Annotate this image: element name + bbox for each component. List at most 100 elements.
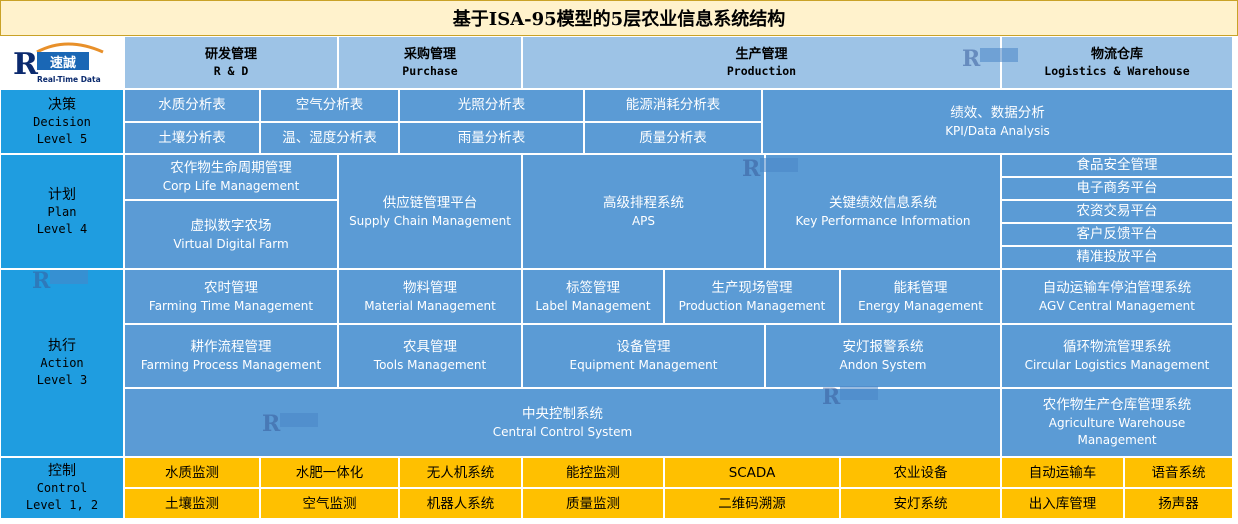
dept-production-zh: 生产管理 bbox=[735, 46, 788, 62]
cell-text: 质量监测 bbox=[566, 495, 620, 512]
decision-kpi-analysis: 绩效、数据分析 KPI/Data Analysis bbox=[762, 89, 1233, 154]
cell-text-zh: 耕作流程管理 bbox=[190, 339, 272, 355]
cell-text-en: Agriculture Warehouse Management bbox=[1048, 416, 1186, 447]
dept-purchase-en: Purchase bbox=[402, 63, 458, 78]
cell-text: 农资交易平台 bbox=[1076, 203, 1158, 219]
cell-text: 电子商务平台 bbox=[1076, 180, 1158, 196]
control-quality-monitor: 质量监测 bbox=[522, 488, 664, 519]
cell-text: 雨量分析表 bbox=[457, 129, 526, 146]
action-farming-process: 耕作流程管理 Farming Process Management bbox=[124, 324, 338, 388]
plan-kpi-system: 关键绩效信息系统 Key Performance Information bbox=[765, 154, 1001, 269]
level-action-num: Level 3 bbox=[36, 373, 88, 387]
plan-precise-delivery: 精准投放平台 bbox=[1001, 246, 1233, 269]
cell-text-zh: 农作物生命周期管理 bbox=[170, 160, 292, 176]
cell-text-en: APS bbox=[631, 213, 656, 228]
plan-agri-trading: 农资交易平台 bbox=[1001, 200, 1233, 223]
control-andon: 安灯系统 bbox=[840, 488, 1001, 519]
action-energy: 能耗管理 Energy Management bbox=[840, 269, 1001, 324]
cell-text: 能控监测 bbox=[566, 464, 620, 481]
control-drone: 无人机系统 bbox=[399, 457, 522, 488]
action-farming-time: 农时管理 Farming Time Management bbox=[124, 269, 338, 324]
control-scada: SCADA bbox=[664, 457, 840, 488]
decision-rain-analysis: 雨量分析表 bbox=[399, 122, 584, 154]
dept-production-en: Production bbox=[726, 63, 797, 78]
cell-text: 土壤分析表 bbox=[158, 129, 226, 146]
cell-text: 水质分析表 bbox=[158, 97, 226, 113]
cell-text-en: Virtual Digital Farm bbox=[173, 236, 289, 251]
action-circular-logistics: 循环物流管理系统 Circular Logistics Management bbox=[1001, 324, 1233, 388]
action-production-site: 生产现场管理 Production Management bbox=[664, 269, 840, 324]
control-voice-system: 语音系统 bbox=[1124, 457, 1233, 488]
logo-mark: R 速誠 Real-Time Data bbox=[13, 42, 104, 84]
cell-text-zh: 绩效、数据分析 bbox=[950, 104, 1045, 121]
action-central-control: 中央控制系统 Central Control System bbox=[124, 388, 1001, 457]
cell-text-zh: 农时管理 bbox=[204, 279, 258, 296]
dept-logistics-en: Logistics & Warehouse bbox=[1044, 63, 1190, 78]
svg-text:R: R bbox=[13, 47, 39, 82]
cell-text: 温、湿度分析表 bbox=[282, 129, 377, 146]
diagram-title-bar: 基于ISA-95模型的5层农业信息系统结构 bbox=[0, 0, 1238, 36]
level-action-zh: 执行 bbox=[48, 338, 76, 354]
cell-text: 能源消耗分析表 bbox=[625, 97, 721, 113]
action-andon: 安灯报警系统 Andon System bbox=[765, 324, 1001, 388]
cell-text: 光照分析表 bbox=[457, 97, 526, 113]
cell-text-zh: 标签管理 bbox=[566, 279, 620, 296]
cell-text-en: Key Performance Information bbox=[795, 213, 971, 228]
control-speaker: 扬声器 bbox=[1124, 488, 1233, 519]
decision-soil-analysis: 土壤分析表 bbox=[124, 122, 260, 154]
action-equipment: 设备管理 Equipment Management bbox=[522, 324, 765, 388]
cell-text-zh: 循环物流管理系统 bbox=[1063, 339, 1171, 355]
cell-text-en: Andon System bbox=[839, 358, 927, 372]
plan-customer-feedback: 客户反馈平台 bbox=[1001, 223, 1233, 246]
dept-purchase: 采购管理 Purchase bbox=[338, 36, 522, 89]
cell-text-zh: 设备管理 bbox=[616, 339, 671, 355]
cell-text: 水肥一体化 bbox=[295, 464, 364, 481]
plan-virtual-farm: 虚拟数字农场 Virtual Digital Farm bbox=[124, 200, 338, 269]
company-logo: R 速誠 Real-Time Data bbox=[0, 36, 124, 89]
plan-aps: 高级排程系统 APS bbox=[522, 154, 765, 269]
cell-text-zh: 农具管理 bbox=[403, 339, 457, 355]
level-control-en: Control bbox=[36, 481, 88, 495]
cell-text-zh: 虚拟数字农场 bbox=[190, 217, 272, 234]
cell-text: 客户反馈平台 bbox=[1076, 226, 1158, 242]
control-inout-management: 出入库管理 bbox=[1001, 488, 1124, 519]
cell-text: 农业设备 bbox=[893, 464, 948, 481]
plan-crop-lifecycle: 农作物生命周期管理 Corp Life Management bbox=[124, 154, 338, 200]
plan-food-safety: 食品安全管理 bbox=[1001, 154, 1233, 177]
action-agv: 自动运输车停泊管理系统 AGV Central Management bbox=[1001, 269, 1233, 324]
control-energy-monitor: 能控监测 bbox=[522, 457, 664, 488]
cell-text-en: Tools Management bbox=[373, 358, 487, 372]
cell-text-zh: 高级排程系统 bbox=[603, 194, 684, 211]
control-agri-equipment: 农业设备 bbox=[840, 457, 1001, 488]
level-decision-zh: 决策 bbox=[48, 96, 76, 113]
decision-light-analysis: 光照分析表 bbox=[399, 89, 584, 122]
cell-text-zh: 关键绩效信息系统 bbox=[829, 194, 937, 211]
cell-text-en: Label Management bbox=[535, 298, 651, 313]
cell-text-en: Equipment Management bbox=[569, 358, 718, 372]
decision-air-analysis: 空气分析表 bbox=[260, 89, 399, 122]
action-material: 物料管理 Material Management bbox=[338, 269, 522, 324]
control-air-monitor: 空气监测 bbox=[260, 488, 399, 519]
cell-text-en: AGV Central Management bbox=[1039, 298, 1195, 313]
cell-text-en: Supply Chain Management bbox=[349, 213, 511, 228]
action-label: 标签管理 Label Management bbox=[522, 269, 664, 324]
cell-text: 质量分析表 bbox=[639, 129, 707, 146]
cell-text: 空气监测 bbox=[302, 495, 357, 512]
cell-text-en: Material Management bbox=[364, 298, 496, 313]
diagram-title: 基于ISA-95模型的5层农业信息系统结构 bbox=[452, 9, 786, 30]
cell-text: 自动运输车 bbox=[1028, 464, 1097, 481]
dept-logistics-zh: 物流仓库 bbox=[1090, 46, 1143, 62]
level-control-zh: 控制 bbox=[48, 463, 76, 479]
level-action-en: Action bbox=[40, 356, 84, 370]
cell-text: 出入库管理 bbox=[1028, 495, 1097, 512]
cell-text-en: Energy Management bbox=[858, 298, 983, 313]
action-agri-warehouse: 农作物生产仓库管理系统 Agriculture Warehouse Manage… bbox=[1001, 388, 1233, 457]
dept-logistics: 物流仓库 Logistics & Warehouse bbox=[1001, 36, 1233, 89]
cell-text-zh: 自动运输车停泊管理系统 bbox=[1042, 279, 1192, 296]
cell-text-en: KPI/Data Analysis bbox=[945, 123, 1050, 138]
control-agv: 自动运输车 bbox=[1001, 457, 1124, 488]
decision-humidity-analysis: 温、湿度分析表 bbox=[260, 122, 399, 154]
level-control: 控制 Control Level 1, 2 bbox=[0, 457, 124, 519]
cell-text: 机器人系统 bbox=[426, 495, 495, 512]
level-plan-zh: 计划 bbox=[48, 186, 76, 203]
